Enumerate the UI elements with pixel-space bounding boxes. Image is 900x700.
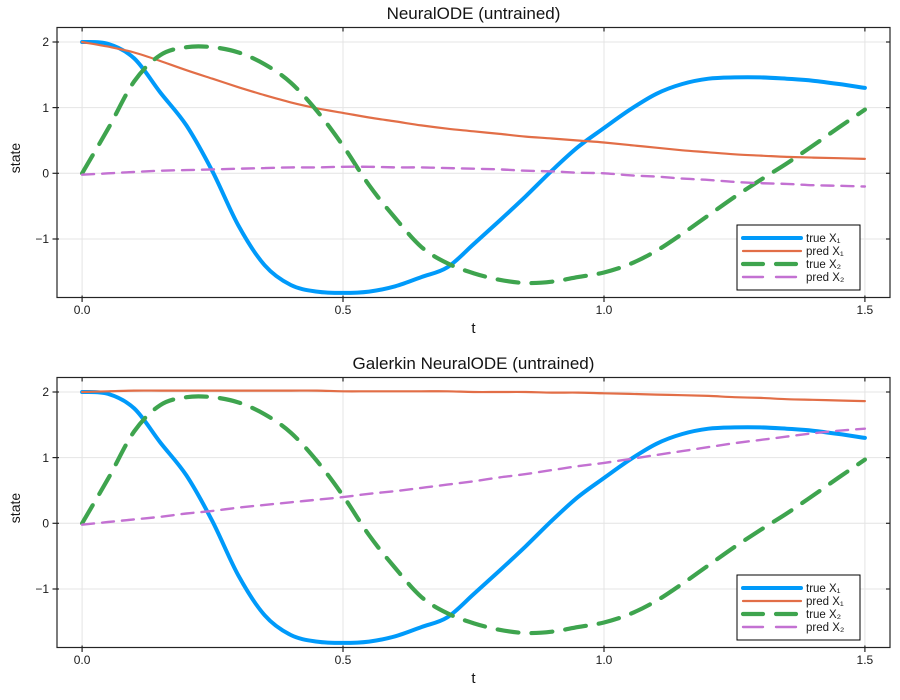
x-axis-label: t: [471, 670, 476, 687]
x-tick-label: 0.0: [74, 653, 91, 667]
series-line-pred-x₁: [81, 40, 866, 160]
y-tick-label: −1: [35, 582, 49, 596]
legend-label: pred X₁: [806, 246, 844, 258]
y-axis-label: state: [7, 492, 23, 524]
legend-label: true X₁: [806, 233, 841, 245]
legend-item: true X₂: [740, 609, 841, 621]
series-line-true-x₁: [80, 40, 867, 295]
legend-item: pred X₂: [741, 622, 844, 634]
y-tick-label: 2: [42, 35, 49, 49]
y-tick-label: 0: [42, 167, 49, 181]
x-axis-label: t: [471, 320, 476, 337]
legend-label: true X₂: [806, 609, 841, 621]
series-line-pred-x₁: [81, 389, 866, 403]
gridlines: [57, 27, 890, 298]
legend-item: pred X₂: [741, 272, 844, 284]
y-tick-label: 0: [42, 517, 49, 531]
series-line-true-x₁: [80, 390, 867, 645]
page-title: NeuralODE (untrained): [386, 4, 561, 23]
y-axis-label: state: [7, 142, 23, 174]
page-title: Galerkin NeuralODE (untrained): [352, 354, 595, 373]
legend-label: true X₂: [806, 259, 841, 271]
series-line-true-x₂: [80, 394, 867, 636]
legend-label: pred X₂: [806, 272, 844, 284]
legend-label: true X₁: [806, 583, 841, 595]
tick-marks: [52, 377, 890, 652]
x-tick-label: 1.5: [857, 303, 874, 317]
tick-marks: [52, 27, 890, 302]
y-tick-label: 2: [42, 385, 49, 399]
series-line-pred-x₂: [80, 427, 867, 526]
x-tick-label: 0.0: [74, 303, 91, 317]
plot-frame: [56, 26, 891, 299]
y-tick-label: −1: [35, 232, 49, 246]
x-tick-label: 1.0: [596, 653, 613, 667]
x-tick-label: 0.5: [335, 303, 352, 317]
legend-item: true X₂: [740, 259, 841, 271]
legend-label: pred X₁: [806, 596, 844, 608]
legend-item: pred X₁: [741, 246, 844, 258]
y-tick-label: 1: [42, 451, 49, 465]
tick-labels: 0.0 0.5 1.0 1.5 −1 0 1 2: [35, 385, 873, 667]
plot-frame: [56, 376, 891, 649]
y-tick-label: 1: [42, 101, 49, 115]
x-tick-label: 1.5: [857, 653, 874, 667]
x-tick-label: 1.0: [596, 303, 613, 317]
series-line-pred-x₂: [80, 165, 867, 188]
legend-box: [736, 224, 861, 291]
legend-item: true X₁: [741, 583, 841, 595]
legend-box: [736, 574, 861, 641]
tick-labels: 0.0 0.5 1.0 1.5 −1 0 1 2: [35, 35, 873, 317]
series-line-true-x₂: [80, 44, 867, 286]
x-tick-label: 0.5: [335, 653, 352, 667]
legend-label: pred X₂: [806, 622, 844, 634]
legend-item: true X₁: [741, 233, 841, 245]
legend-item: pred X₁: [741, 596, 844, 608]
